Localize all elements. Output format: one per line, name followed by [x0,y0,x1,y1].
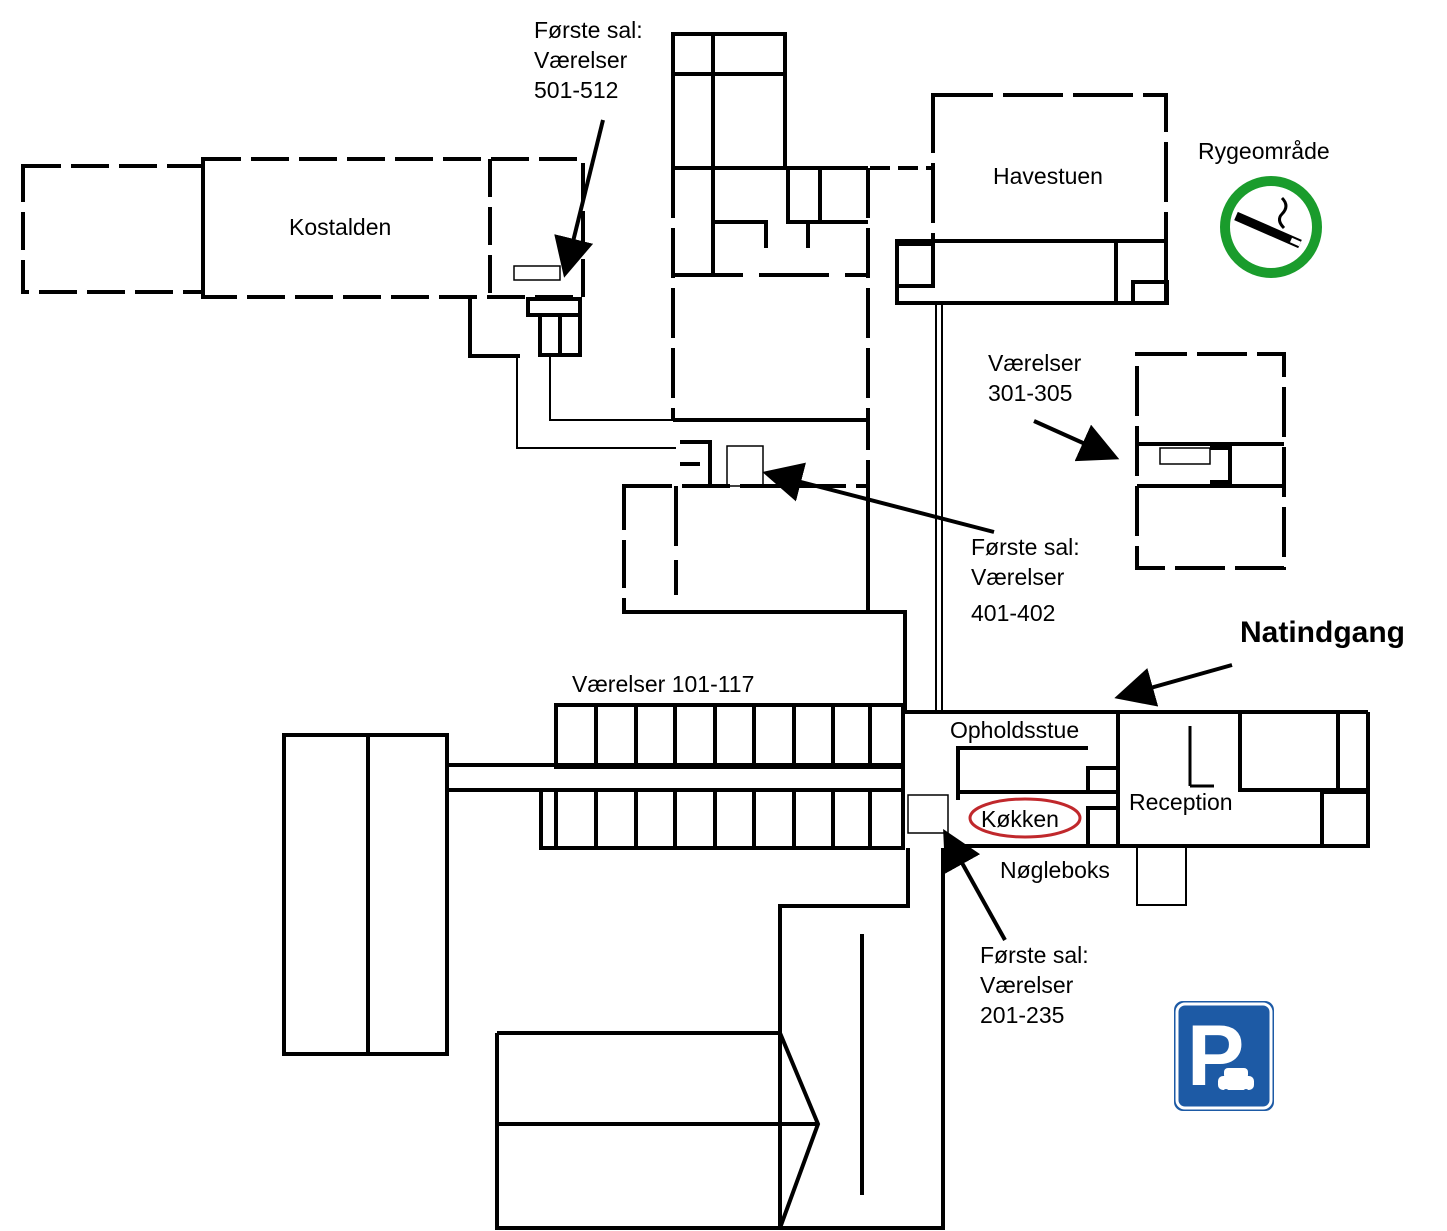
kostalden-building [21,157,585,299]
arrow-201-235 [943,829,1007,941]
label-first-floor-201: Første sal: Værelser 201-235 [980,942,1089,1028]
connector-to-main [868,610,907,712]
building-401-402 [622,440,870,614]
label-rygeomraade: Rygeområde [1198,138,1330,164]
west-building [282,733,449,1056]
label-noegleboks: Nøgleboks [1000,857,1110,883]
havestuen-building [870,93,1169,305]
south-buildings [495,848,945,1230]
arrow-natindgang [1114,663,1233,707]
smoking-area-icon [1220,176,1322,278]
rooms-101-117-block [445,703,905,850]
arrow-401-402 [762,462,995,534]
arrow-501-512 [554,119,605,278]
label-havestuen: Havestuen [993,163,1103,189]
label-reception: Reception [1129,789,1233,815]
main-building [905,710,1370,848]
label-rooms-101: Værelser 101-117 [572,671,755,697]
arrow-301-305 [1033,419,1120,462]
label-natindgang: Natindgang [1240,616,1405,649]
corridor-connectors [516,305,1187,906]
building-301-305 [1135,352,1286,570]
kostalden-stair-block [468,265,582,358]
label-first-floor-501: Første sal: Værelser 501-512 [534,17,643,103]
central-building [671,32,870,486]
parking-sign-icon: P [1172,999,1276,1113]
label-kostalden: Kostalden [289,214,392,240]
label-first-floor-401: Første sal: Værelser 401-402 [971,534,1080,626]
direction-arrows [554,119,1233,941]
label-koekken: Køkken [981,806,1059,832]
label-opholdsstue: Opholdsstue [950,717,1080,743]
kitchen-highlight [968,797,1082,839]
label-rooms-301: Værelser 301-305 [988,350,1082,406]
